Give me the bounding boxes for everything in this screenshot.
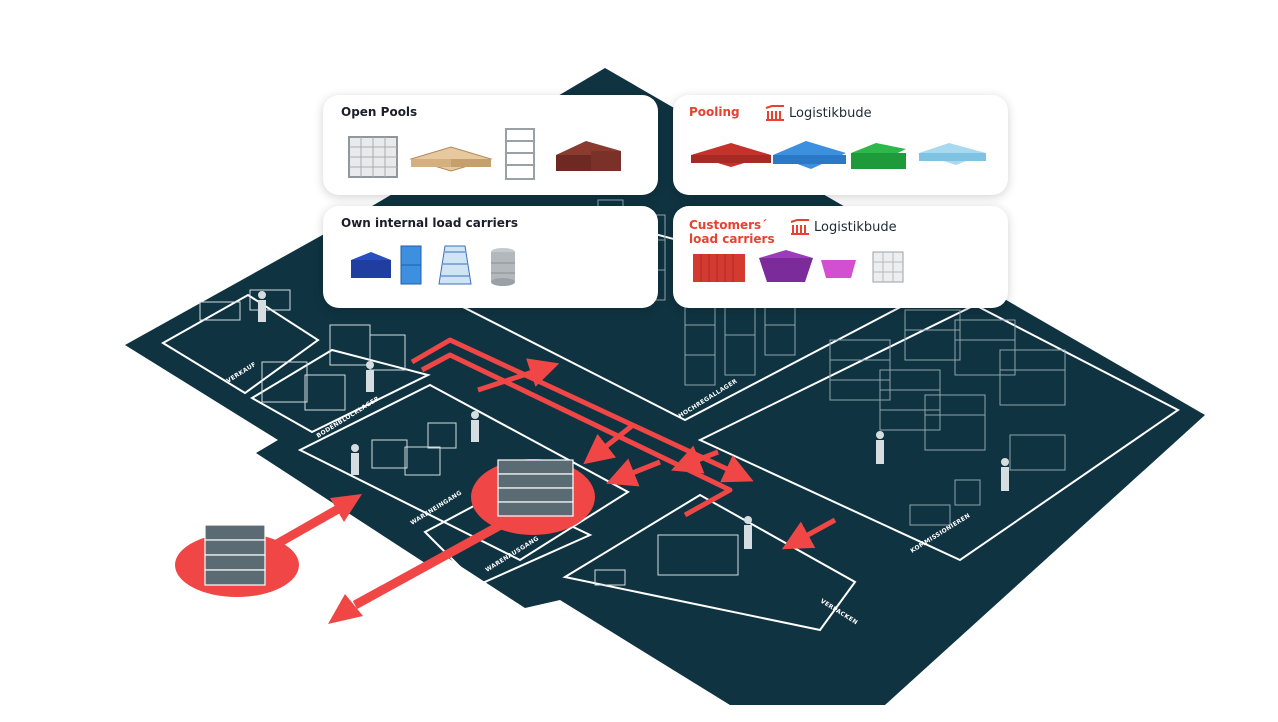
open-pools-card: Open Pools — [323, 95, 658, 195]
box-stack-group — [199, 289, 739, 586]
blue-plastic-pallet-icon — [773, 141, 846, 169]
customers-brand-text: Logistikbude — [814, 219, 897, 235]
zone-kommissionieren — [697, 303, 1180, 562]
outbound-arrowhead — [328, 594, 363, 624]
own-internal-card: Own internal load carriers — [323, 206, 658, 308]
zone-verkauf — [161, 293, 320, 395]
blue-box-icon — [351, 252, 391, 278]
ibc-tank-icon — [872, 251, 904, 283]
customers-title: Customers´ load carriers — [689, 218, 775, 246]
pooling-items — [691, 141, 986, 169]
worker-figures — [258, 291, 1009, 549]
open-pools-items — [348, 128, 621, 180]
red-pallet-icon — [691, 143, 771, 167]
customers-title-line1: Customers´ — [689, 218, 768, 232]
light-blue-pallet-icon — [919, 143, 986, 165]
zone-bodenblocklager — [250, 348, 431, 434]
internal-flow-arrows — [410, 337, 837, 550]
own-internal-items — [351, 245, 515, 286]
open-pools-title: Open Pools — [341, 105, 418, 119]
euro-pallet-icon — [409, 146, 493, 172]
keg-icon — [491, 248, 515, 286]
purple-skip-icon — [759, 250, 813, 282]
own-internal-title: Own internal load carriers — [341, 216, 518, 230]
pooling-title: Pooling — [689, 105, 740, 119]
pink-bin-icon — [821, 260, 856, 278]
customers-card: Customers´ load carriers Logistikbude — [673, 206, 1008, 308]
inbound-arrowhead — [330, 494, 362, 522]
inbound-outbound-arrows — [272, 504, 513, 609]
zone-wareneingang — [297, 383, 630, 562]
warehouse-floor — [125, 68, 1205, 705]
gitterbox-icon — [348, 136, 398, 178]
zone-verpacken — [562, 493, 857, 632]
trolley-rack-icon — [505, 128, 535, 180]
pallet-stack-icons — [204, 459, 574, 586]
green-crate-icon — [851, 143, 906, 169]
pooling-card: Pooling Logistikbude — [673, 95, 1008, 195]
customers-brand-logo: Logistikbude — [790, 219, 897, 235]
pooling-brand-text: Logistikbude — [789, 105, 872, 121]
logistikbude-logo-icon — [765, 105, 784, 121]
customers-items — [693, 250, 904, 283]
logistikbude-logo-icon — [790, 219, 809, 235]
pooling-brand-logo: Logistikbude — [765, 105, 872, 121]
container-icon — [693, 254, 745, 282]
crate-icon — [556, 141, 621, 171]
customers-title-line2: load carriers — [689, 232, 775, 246]
glass-rack-icon — [438, 245, 472, 285]
blue-cabinet-icon — [400, 245, 422, 285]
